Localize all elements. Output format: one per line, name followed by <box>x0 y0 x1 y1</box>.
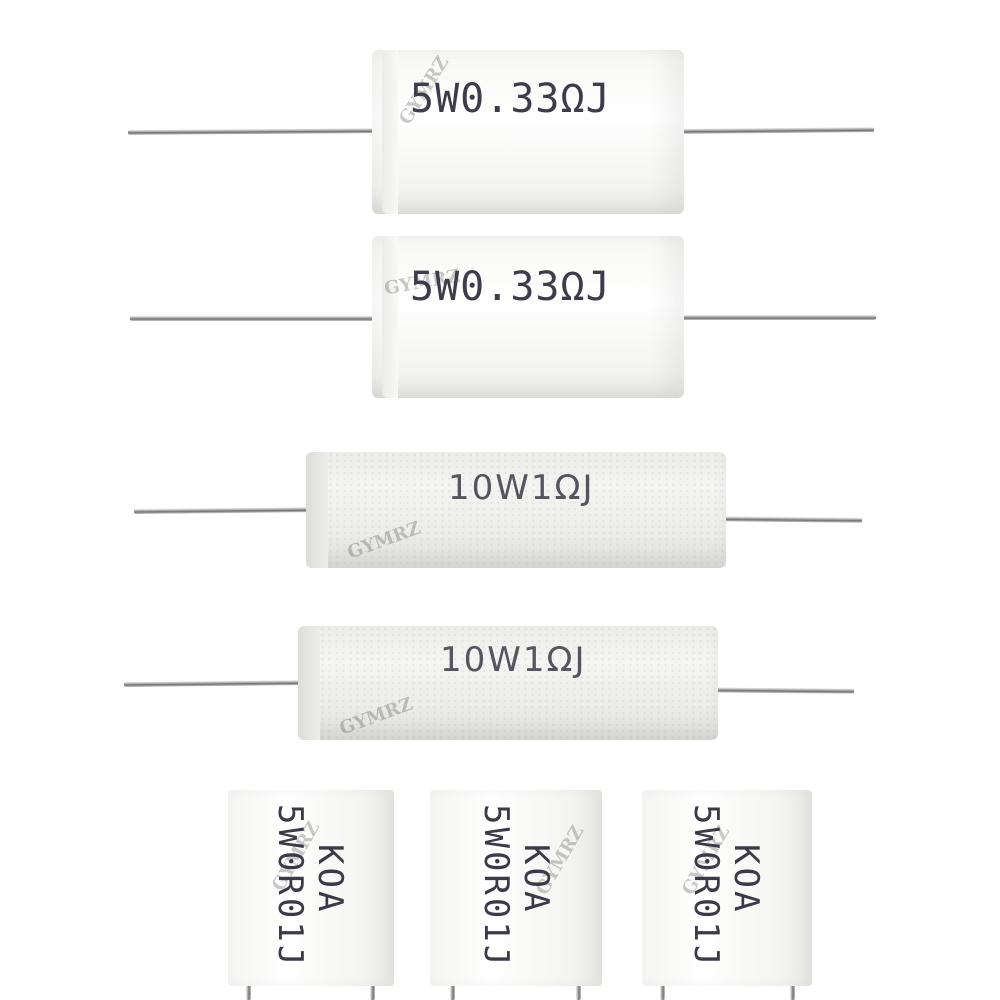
resistor-body: KOA 5W0R01J GYMRZ <box>430 790 602 986</box>
resistor-marking: 5W0.33ΩJ <box>410 264 611 310</box>
lead-wire <box>246 984 251 1000</box>
resistor-body: 5W0.33ΩJ GYMRZ <box>372 236 684 398</box>
lead-wire <box>450 984 455 1000</box>
lead-wire-left <box>130 316 390 321</box>
resistor-marking-line1: KOA <box>726 844 766 915</box>
lead-wire-left <box>127 128 391 135</box>
watermark: GYMRZ <box>344 517 424 564</box>
lead-wire <box>370 984 375 1000</box>
lead-wire <box>576 984 581 1000</box>
resistor-marking-line1: KOA <box>310 844 350 915</box>
resistor-marking-line2: 5W0R01J <box>476 804 516 969</box>
resistor-marking: 10W1ΩJ <box>448 468 595 508</box>
lead-wire-right <box>707 687 855 694</box>
lead-wire-right <box>680 315 876 320</box>
lead-wire <box>660 984 665 1000</box>
lead-wire-right <box>715 516 863 523</box>
resistor-body: 5W0.33ΩJ GYMRZ <box>372 50 684 214</box>
lead-wire <box>790 984 795 1000</box>
lead-wire-right <box>679 127 875 134</box>
resistor-marking: 5W0.33ΩJ <box>410 76 611 122</box>
lead-wire-left <box>123 680 315 687</box>
resistor-body: 10W1ΩJ GYMRZ <box>306 452 726 568</box>
resistor-marking: 10W1ΩJ <box>440 640 587 680</box>
resistor-body: 10W1ΩJ GYMRZ <box>298 626 718 740</box>
watermark: GYMRZ <box>336 693 416 740</box>
resistor-body: KOA 5W0R01J GYMRZ <box>228 790 394 986</box>
lead-wire-left <box>133 507 325 514</box>
resistor-body: KOA 5W0R01J GYMRZ <box>642 790 812 986</box>
